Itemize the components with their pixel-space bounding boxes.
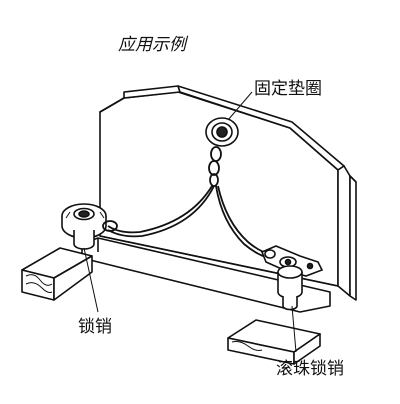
diagram-title: 应用示例	[118, 35, 189, 55]
ball-lock-pin-leader	[291, 305, 297, 353]
ball-lock-pin-label: 滚珠锁销	[276, 359, 344, 379]
ball-lock-pin	[260, 245, 324, 311]
fixed-washer-label: 固定垫圈	[254, 79, 322, 99]
left-wood-block	[21, 247, 93, 301]
fixed-washer	[205, 117, 239, 147]
lock-pin	[61, 203, 107, 250]
lock-pin-leader	[83, 247, 99, 313]
fixed-washer-leader	[227, 91, 253, 121]
lock-pin-label: 锁销	[78, 317, 112, 337]
right-wood-block	[227, 319, 321, 365]
lock-pin-ring	[102, 220, 118, 232]
leader-lines	[83, 91, 297, 353]
